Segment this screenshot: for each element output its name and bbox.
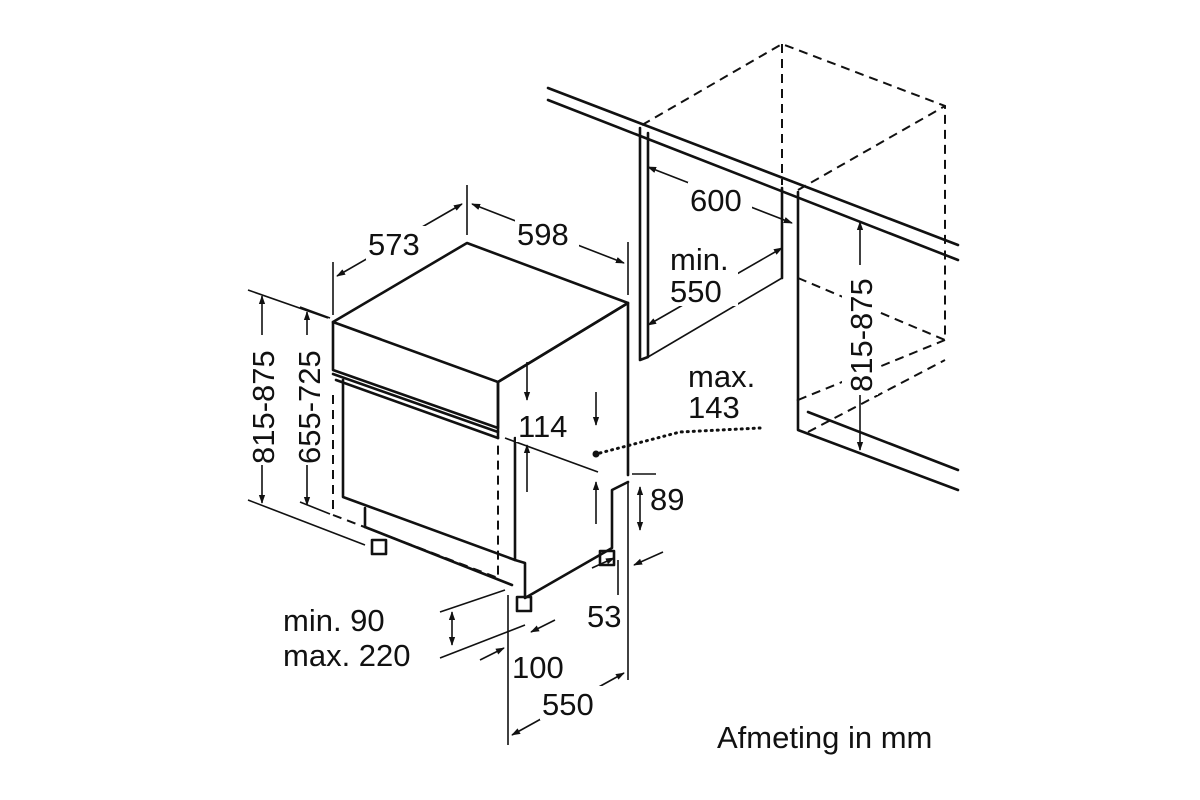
dimension-feet-100: 100	[479, 595, 564, 745]
dimension-plinth: 89	[632, 473, 684, 531]
dimension-base-depth: 550	[511, 672, 625, 736]
unit-note: Afmeting in mm	[717, 720, 932, 755]
label-cabinet-height: 815-875	[844, 278, 879, 392]
label-door-height: 655-725	[292, 350, 327, 464]
label-max: max.	[688, 359, 755, 394]
cabinet-niche	[546, 42, 960, 492]
dimension-device-width: 598	[471, 203, 629, 295]
label-feet-100: 100	[512, 650, 564, 685]
label-plinth: 89	[650, 482, 684, 517]
dimension-device-height: 815-875	[244, 289, 366, 546]
label-panel-height: 114	[518, 409, 567, 444]
label-device-width: 598	[517, 217, 569, 252]
dimension-cabinet-height: 815-875	[842, 221, 879, 451]
label-device-depth: 573	[368, 227, 420, 262]
dimension-cabinet-width: 600	[647, 166, 793, 224]
label-device-height: 815-875	[246, 350, 281, 464]
label-niche-depth-min: min.	[670, 242, 729, 277]
label-base-depth: 550	[542, 687, 594, 722]
label-max-value: 143	[688, 390, 740, 425]
label-plinth-max: max. 220	[283, 638, 411, 673]
label-niche-depth-value: 550	[670, 274, 722, 309]
dimension-niche-depth: min. 550	[647, 242, 783, 326]
label-plinth-min: min. 90	[283, 603, 385, 638]
label-feet-53: 53	[587, 599, 621, 634]
callout-max-143: max. 143	[592, 359, 762, 458]
dimension-plinth-height: min. 90 max. 220	[283, 589, 526, 673]
label-cabinet-width: 600	[690, 183, 742, 218]
dimension-door-height: 655-725	[290, 306, 331, 515]
dishwasher-body	[331, 241, 630, 613]
dimension-feet-53: 53	[587, 482, 664, 680]
dimension-device-depth: 573	[332, 185, 468, 315]
dimension-panel-height: 114	[504, 362, 600, 524]
